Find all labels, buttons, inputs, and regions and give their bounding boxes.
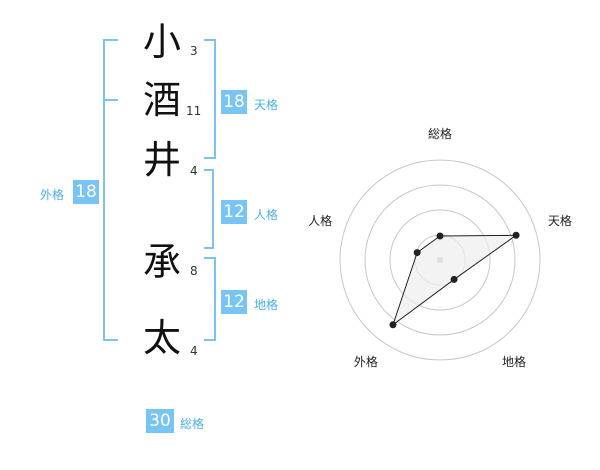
soukaku-label: 総格	[180, 417, 205, 431]
radar-ring-2	[389, 209, 491, 311]
gaikaku-label: 外格	[40, 188, 65, 202]
jinkaku-label: 人格	[254, 208, 279, 222]
radar-ring-3	[364, 184, 516, 336]
radar-point-3	[389, 321, 397, 329]
stroke-count-4: 8	[190, 264, 198, 278]
name-char-2: 酒	[142, 78, 181, 122]
radar-point-4	[413, 249, 421, 257]
radar-point-1	[512, 231, 520, 239]
radar-axis-label: 地格	[502, 354, 526, 369]
chikaku-value: 12	[221, 290, 247, 314]
radar-polygon	[391, 234, 518, 327]
jinkaku-value: 12	[221, 200, 247, 224]
radar-axis-label: 総格	[428, 126, 452, 141]
radar-point-0	[436, 232, 444, 240]
chikaku-bracket	[204, 257, 216, 341]
radar-ring-4	[339, 159, 541, 361]
tenkaku-bracket	[204, 39, 216, 159]
gaikaku-bracket	[103, 39, 118, 341]
name-char-1: 小	[142, 20, 181, 64]
chikaku-label: 地格	[254, 298, 279, 312]
radar-axis-label: 天格	[548, 213, 572, 228]
stroke-count-2: 11	[186, 104, 202, 118]
name-char-4: 承	[142, 240, 181, 284]
tenkaku-label: 天格	[254, 98, 279, 112]
jinkaku-bracket	[204, 169, 214, 249]
soukaku-value: 30	[146, 409, 174, 433]
stroke-count-5: 4	[190, 344, 198, 358]
stroke-count-1: 3	[190, 44, 198, 58]
stroke-count-3: 4	[190, 164, 198, 178]
name-char-3: 井	[142, 138, 181, 182]
tenkaku-value: 18	[221, 90, 247, 114]
radar-point-2	[450, 275, 458, 283]
gaikaku-value: 18	[73, 180, 99, 204]
name-char-5: 太	[142, 316, 181, 360]
radar-axis-label: 外格	[354, 354, 378, 369]
radar-axis-label: 人格	[308, 213, 332, 228]
